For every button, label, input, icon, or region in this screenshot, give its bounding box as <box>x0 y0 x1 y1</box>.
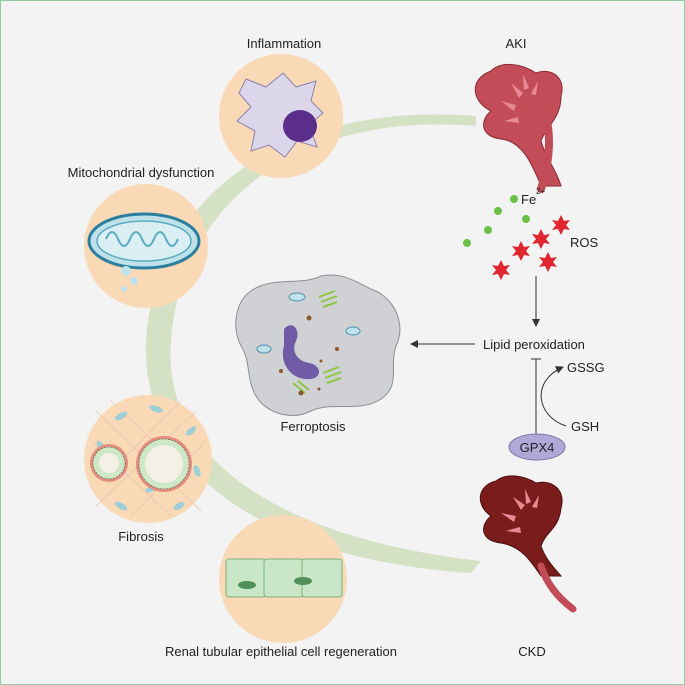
fe-label: Fe <box>521 192 537 207</box>
gssg-label: GSSG <box>567 360 605 375</box>
nucleus-icon <box>282 325 320 380</box>
gpx4-label: GPX4 <box>519 440 555 455</box>
ros-star-icon <box>492 215 570 280</box>
mitochondria-circle <box>84 184 208 308</box>
macrophage-nucleus-icon <box>283 110 317 142</box>
ckd-label: CKD <box>518 644 546 659</box>
ros-label: ROS <box>570 235 599 250</box>
fibrosis-label: Fibrosis <box>118 529 164 544</box>
regeneration-label: Renal tubular epithelial cell regenerati… <box>165 644 397 659</box>
fibrosis-circle <box>84 395 212 523</box>
gsh-to-gssg-arrow <box>540 366 567 427</box>
ferroptotic-cell-icon <box>235 274 401 416</box>
lipid-peroxidation-label: Lipid peroxidation <box>483 337 585 352</box>
aki-label: AKI <box>505 36 527 51</box>
ferroptosis-label: Ferroptosis <box>280 419 346 434</box>
fe-charge-label: 2+ <box>536 187 546 196</box>
regeneration-circle <box>219 515 347 643</box>
small-tubule-icon <box>90 444 128 482</box>
mitochondrion-icon <box>87 212 201 292</box>
inflammation-circle <box>219 54 343 178</box>
large-tubule-icon <box>136 436 192 492</box>
mitochondrial-dysfunction-label: Mitochondrial dysfunction <box>67 165 215 180</box>
inflammation-label: Inflammation <box>246 36 322 51</box>
ckd-kidney-icon <box>479 475 577 613</box>
iron-dot-icon <box>463 195 530 247</box>
aki-kidney-icon <box>474 64 563 193</box>
gpx4-ellipse <box>508 433 566 461</box>
epithelial-cells-icon <box>225 558 343 598</box>
gsh-label: GSH <box>571 419 600 434</box>
